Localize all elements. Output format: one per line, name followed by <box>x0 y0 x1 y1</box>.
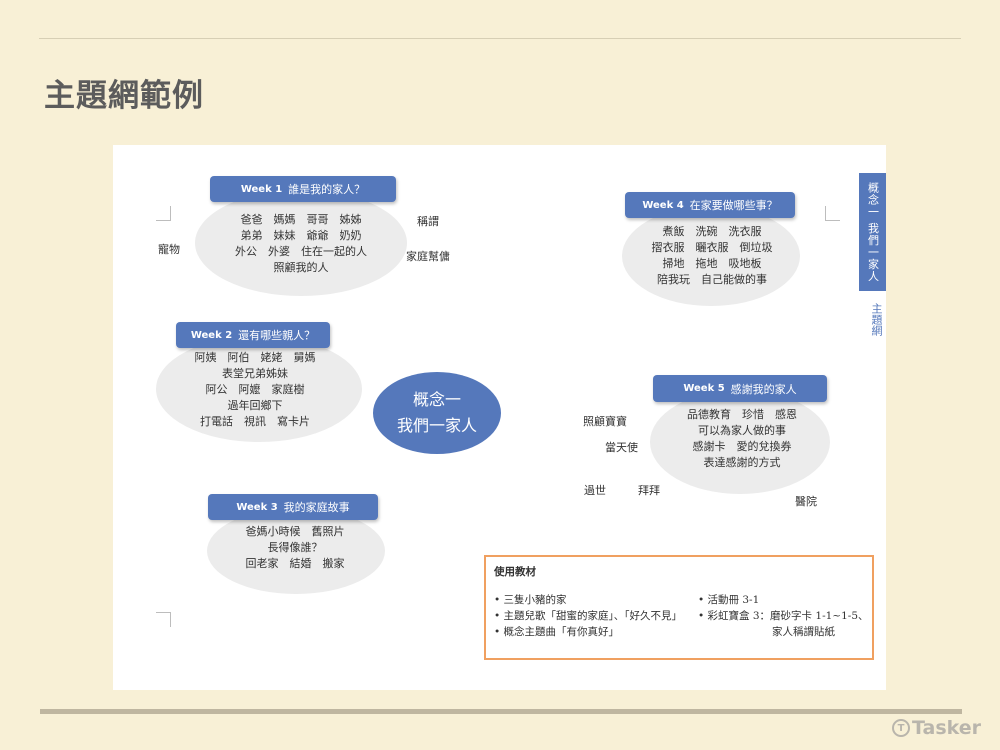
topic-line: 表達感謝的方式 <box>703 456 781 469</box>
week2-title: 還有哪些親人？ <box>238 329 316 342</box>
topic-line: 爸爸 媽媽 哥哥 姊姊 <box>240 213 362 226</box>
material-item: • 彩虹寶盒 3：磨砂字卡 1-1~1-5、 <box>698 610 869 622</box>
week5-topics: 品德教育 珍惜 感恩 可以為家人做的事 感謝卡 愛的兌換券 表達感謝的方式 <box>660 407 824 471</box>
label-angel: 當天使 <box>605 441 638 454</box>
topic-line: 弟弟 妹妹 爺爺 奶奶 <box>240 229 362 242</box>
week3-topics: 爸媽小時候 舊照片 長得像誰？ 回老家 結婚 搬家 <box>215 524 375 572</box>
topic-line: 打電話 視訊 寫卡片 <box>200 415 310 428</box>
corner-mark <box>156 612 171 627</box>
label-hospital: 醫院 <box>795 495 817 508</box>
week3-header: Week 3 我的家庭故事 <box>208 494 378 520</box>
topic-line: 阿姨 阿伯 姥姥 舅媽 <box>194 351 316 364</box>
material-item: • 三隻小豬的家 <box>494 594 567 606</box>
bottom-divider <box>40 709 962 714</box>
materials-left-list: • 三隻小豬的家 • 主題兒歌「甜蜜的家庭」、「好久不見」 • 概念主題曲「有你… <box>494 592 682 640</box>
material-item: • 概念主題曲「有你真好」 <box>494 626 620 638</box>
material-item: • 主題兒歌「甜蜜的家庭」、「好久不見」 <box>494 610 683 622</box>
corner-mark <box>156 206 171 221</box>
material-item: 家人稱謂貼紙 <box>772 626 835 638</box>
topic-line: 掃地 拖地 吸地板 <box>662 257 762 270</box>
label-pet: 寵物 <box>158 243 180 256</box>
watermark: T Tasker <box>892 717 981 739</box>
week5-title: 感謝我的家人 <box>730 382 797 396</box>
topic-line: 品德教育 珍惜 感恩 <box>687 408 797 421</box>
side-tab-theme-web[interactable]: 主題網 <box>870 303 883 336</box>
week2-topics: 阿姨 阿伯 姥姥 舅媽 表堂兄弟姊妹 阿公 阿嬤 家庭樹 過年回鄉下 打電話 視… <box>170 350 340 430</box>
center-concept: 概念一 我們一家人 <box>373 372 501 454</box>
side-tab-concept[interactable]: 概念一 我們一家人 <box>859 173 886 291</box>
center-line1: 概念一 <box>412 390 461 409</box>
week1-label: Week 1 <box>240 183 283 195</box>
topic-line: 過年回鄉下 <box>227 399 283 412</box>
topic-line: 摺衣服 曬衣服 倒垃圾 <box>651 241 773 254</box>
topic-line: 感謝卡 愛的兌換券 <box>692 440 792 453</box>
week4-bubble <box>622 206 800 306</box>
week5-bubble <box>650 390 830 494</box>
label-title-call: 稱謂 <box>417 215 439 228</box>
week4-header: Week 4 在家要做哪些事？ <box>625 192 795 218</box>
label-helper: 家庭幫傭 <box>406 250 450 263</box>
topic-line: 回老家 結婚 搬家 <box>245 557 345 570</box>
label-worship: 拜拜 <box>638 484 660 497</box>
material-item: • 活動冊 3-1 <box>698 594 760 606</box>
topic-line: 煮飯 洗碗 洗衣服 <box>662 225 762 238</box>
topic-line: 照顧我的人 <box>273 261 329 274</box>
watermark-text: Tasker <box>912 717 982 739</box>
center-line2: 我們一家人 <box>396 416 477 435</box>
week1-header: Week 1 誰是我的家人？ <box>210 176 396 202</box>
materials-right-list: • 活動冊 3-1 • 彩虹寶盒 3：磨砂字卡 1-1~1-5、 家人稱謂貼紙 <box>698 592 869 640</box>
week4-topics: 煮飯 洗碗 洗衣服 摺衣服 曬衣服 倒垃圾 掃地 拖地 吸地板 陪我玩 自己能做… <box>630 224 794 288</box>
corner-mark <box>825 206 840 221</box>
topic-line: 表堂兄弟姊妹 <box>222 367 288 380</box>
week1-bubble <box>195 190 407 296</box>
week3-bubble <box>207 508 385 594</box>
top-divider <box>39 38 961 39</box>
topic-line: 長得像誰？ <box>267 541 323 554</box>
week2-header: Week 2 還有哪些親人？ <box>176 322 330 348</box>
week1-title: 誰是我的家人？ <box>288 183 366 196</box>
tasker-logo-icon: T <box>892 719 910 737</box>
week1-topics: 爸爸 媽媽 哥哥 姊姊 弟弟 妹妹 爺爺 奶奶 外公 外婆 住在一起的人 照顧我… <box>215 212 387 276</box>
page-title: 主題網範例 <box>44 78 204 114</box>
week5-header: Week 5 感謝我的家人 <box>653 375 827 402</box>
topic-line: 外公 外婆 住在一起的人 <box>235 245 367 258</box>
materials-title: 使用教材 <box>494 566 536 578</box>
materials-box: 使用教材 • 三隻小豬的家 • 主題兒歌「甜蜜的家庭」、「好久不見」 • 概念主… <box>484 555 874 660</box>
label-baby: 照顧寶寶 <box>583 415 627 428</box>
week3-title: 我的家庭故事 <box>283 501 350 514</box>
topic-line: 陪我玩 自己能做的事 <box>657 273 767 286</box>
topic-line: 阿公 阿嬤 家庭樹 <box>205 383 305 396</box>
week4-title: 在家要做哪些事？ <box>689 199 778 212</box>
week3-label: Week 3 <box>236 501 278 513</box>
week4-label: Week 4 <box>642 199 684 211</box>
week5-label: Week 5 <box>683 383 725 394</box>
topic-line: 爸媽小時候 舊照片 <box>245 525 345 538</box>
week2-bubble <box>156 336 362 442</box>
week2-label: Week 2 <box>190 329 233 341</box>
label-passed: 過世 <box>584 484 606 497</box>
topic-line: 可以為家人做的事 <box>698 424 786 437</box>
